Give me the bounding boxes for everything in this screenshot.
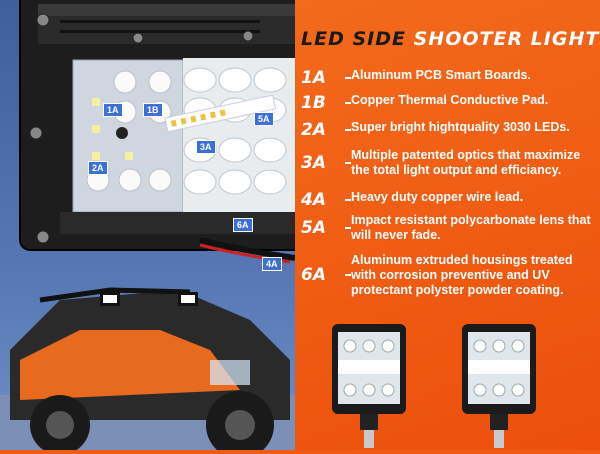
pod-light-icon [332, 324, 406, 448]
feature-code: 2A [301, 120, 326, 140]
leader-line [345, 77, 351, 79]
feature-item: 1B Copper Thermal Conductive Pad. [301, 93, 600, 113]
callout-4a: 4A [262, 257, 282, 271]
leader-line [345, 129, 351, 131]
feature-item: 5A Impact resistant polycarbonate lens t… [301, 213, 600, 245]
feature-code: 1B [301, 93, 326, 113]
feature-text: Aluminum extruded housings treated with … [351, 253, 573, 297]
feature-item: 1A Aluminum PCB Smart Boards. [301, 68, 600, 88]
feature-item: 6A Aluminum extruded housings treated wi… [301, 253, 600, 301]
callout-5a: 5A [254, 112, 274, 126]
page-title: LED SIDE SHOOTER LIGHTS [301, 28, 600, 50]
feature-text: Copper Thermal Conductive Pad. [351, 93, 549, 107]
callout-1a: 1A [103, 103, 123, 117]
feature-text: Multiple patented optics that maximize t… [351, 148, 581, 177]
light-bar-illustration [0, 0, 295, 450]
callout-2a: 2A [88, 161, 108, 175]
utv-vehicle [0, 287, 295, 450]
pod-light-icon [462, 324, 536, 448]
feature-item: 3A Multiple patented optics that maximiz… [301, 148, 600, 180]
feature-item: 2A Super bright hightquality 3030 LEDs. [301, 120, 600, 140]
feature-text: Super bright hightquality 3030 LEDs. [351, 120, 570, 134]
feature-code: 5A [301, 218, 326, 238]
pod-light-left [330, 322, 408, 450]
pod-light-right [460, 322, 538, 450]
feature-item: 4A Heavy duty copper wire lead. [301, 190, 600, 210]
leader-line [345, 199, 351, 201]
leader-line [345, 162, 351, 164]
feature-code: 3A [301, 153, 326, 173]
feature-text: Aluminum PCB Smart Boards. [351, 68, 531, 82]
title-part-1: LED SIDE [301, 28, 406, 50]
feature-code: 6A [301, 265, 326, 285]
callout-1b: 1B [143, 103, 163, 117]
feature-code: 1A [301, 68, 326, 88]
feature-text: Impact resistant polycarbonate lens that… [351, 213, 591, 242]
leader-line [345, 274, 351, 276]
feature-code: 4A [301, 190, 326, 210]
leader-line [345, 102, 351, 104]
callout-3a: 3A [196, 140, 216, 154]
feature-text: Heavy duty copper wire lead. [351, 190, 524, 204]
title-part-2: SHOOTER LIGHTS [413, 28, 600, 50]
leader-line [345, 227, 351, 229]
product-photo-panel: 1A 1B 2A 3A 5A 6A 4A [0, 0, 295, 450]
callout-6a: 6A [233, 218, 253, 232]
